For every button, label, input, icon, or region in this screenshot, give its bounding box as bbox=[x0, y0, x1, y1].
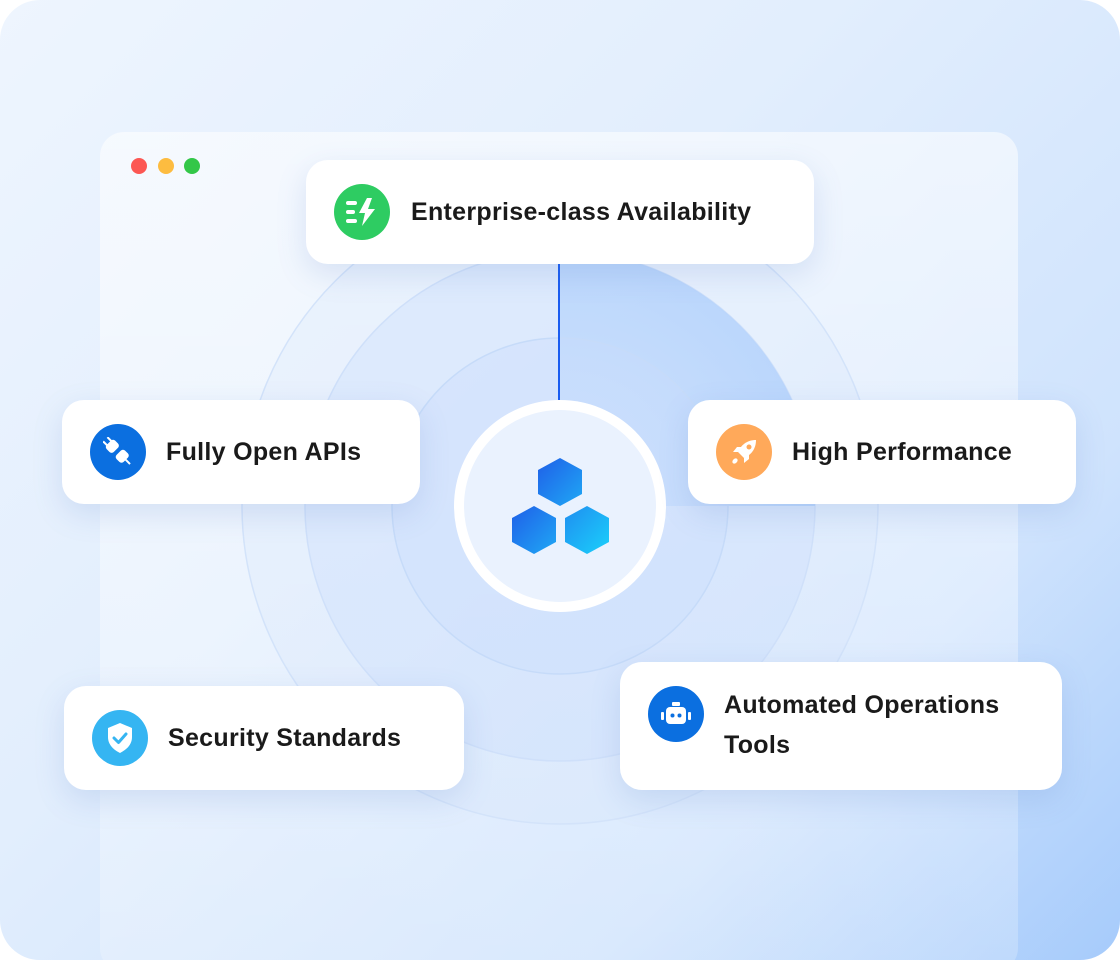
feature-label: Enterprise-class Availability bbox=[411, 198, 752, 226]
rocket-icon bbox=[716, 424, 772, 480]
feature-card-automation: Automated Operations Tools bbox=[620, 662, 1062, 790]
feature-label: Security Standards bbox=[168, 724, 402, 752]
shield-check-icon bbox=[92, 710, 148, 766]
feature-label-line2: Tools bbox=[724, 731, 791, 759]
window-maximize-dot bbox=[184, 158, 200, 174]
feature-card-availability: Enterprise-class Availability bbox=[306, 160, 814, 264]
window-minimize-dot bbox=[158, 158, 174, 174]
robot-icon bbox=[648, 686, 704, 742]
feature-card-performance: High Performance bbox=[688, 400, 1076, 504]
feature-label: Fully Open APIs bbox=[166, 438, 362, 466]
window-close-dot bbox=[131, 158, 147, 174]
feature-label-line1: Automated Operations bbox=[724, 691, 1000, 719]
hub-circle bbox=[454, 400, 666, 612]
feature-card-security: Security Standards bbox=[64, 686, 464, 790]
hexagon-cluster-logo bbox=[512, 458, 609, 554]
lightning-speed-icon bbox=[334, 184, 390, 240]
feature-label: High Performance bbox=[792, 438, 1013, 466]
connector-line bbox=[558, 264, 560, 400]
feature-card-apis: Fully Open APIs bbox=[62, 400, 420, 504]
plug-icon bbox=[90, 424, 146, 480]
